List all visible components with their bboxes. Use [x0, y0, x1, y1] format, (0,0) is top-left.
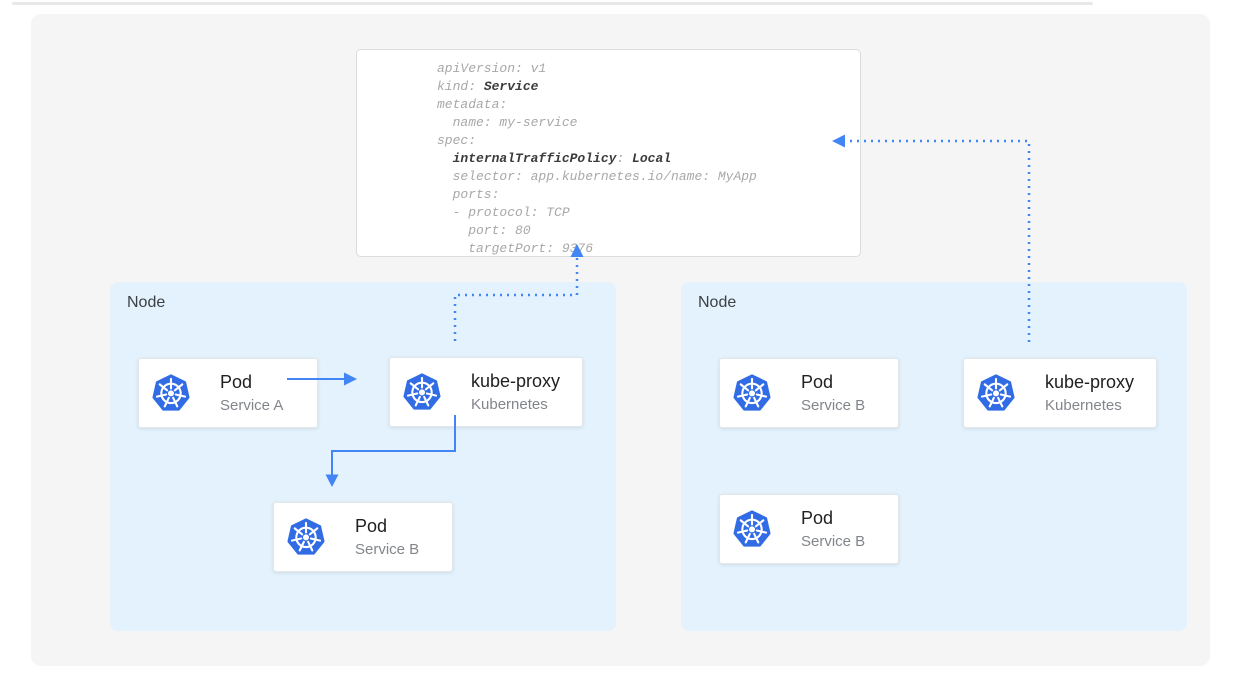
code-line: apiVersion: v1 [437, 60, 860, 78]
kubernetes-icon [152, 374, 190, 411]
code-segment: ports: [437, 187, 500, 202]
code-segment-bold: Service [483, 79, 539, 94]
code-segment: apiVersion: v1 [437, 61, 547, 76]
card-text: kube-proxy Kubernetes [1045, 372, 1134, 415]
kubernetes-icon [403, 373, 441, 410]
code-segment: port: 80 [437, 223, 531, 238]
code-segment-bold: internalTrafficPolicy [452, 151, 617, 166]
card-title: Pod [220, 371, 253, 392]
card-text: Pod Service B [801, 508, 865, 551]
card-subtitle: Service A [220, 396, 284, 414]
card-text: Pod Service B [355, 516, 419, 559]
code-line: targetPort: 9376 [437, 240, 860, 256]
top-divider [12, 2, 1093, 5]
pod-service-b-right-bottom-card: Pod Service B [719, 494, 899, 564]
code-segment: : [616, 151, 633, 166]
card-subtitle: Service B [801, 396, 866, 414]
pod-service-b-left-card: Pod Service B [273, 502, 453, 572]
node-label: Node [698, 294, 737, 311]
card-title: Pod [801, 371, 834, 392]
card-subtitle: Kubernetes [1045, 396, 1122, 414]
code-segment: selector: app.kubernetes.io/name: MyApp [437, 169, 757, 184]
node-box-left: Node Pod Service A kube-proxy Kubernetes [110, 282, 616, 631]
card-subtitle: Service B [355, 540, 420, 558]
card-title: kube-proxy [1045, 371, 1135, 392]
card-title: Pod [355, 515, 388, 536]
card-text: kube-proxy Kubernetes [471, 371, 560, 414]
code-line: name: my-service [437, 114, 860, 132]
code-line: kind: Service [437, 78, 860, 96]
card-title: Pod [801, 507, 834, 528]
card-subtitle: Service B [801, 532, 866, 550]
kube-proxy-right-card: kube-proxy Kubernetes [963, 358, 1157, 428]
code-line: internalTrafficPolicy: Local [437, 150, 860, 168]
code-segment-bold: Local [632, 151, 672, 166]
code-segment: kind: [437, 79, 484, 94]
card-title: kube-proxy [471, 370, 561, 391]
code-line: metadata: [437, 96, 860, 114]
kubernetes-icon [287, 518, 325, 555]
code-segment: spec: [437, 133, 477, 148]
code-line: spec: [437, 132, 860, 150]
card-text: Pod Service A [220, 372, 283, 415]
code-line: selector: app.kubernetes.io/name: MyApp [437, 168, 860, 186]
pod-service-a-card: Pod Service A [138, 358, 318, 428]
card-text: Pod Service B [801, 372, 865, 415]
kubernetes-icon [733, 374, 771, 411]
code-segment: targetPort: 9376 [437, 241, 594, 256]
code-line: ports: [437, 186, 860, 204]
node-label: Node [127, 294, 166, 311]
code-line: port: 80 [437, 222, 860, 240]
kube-proxy-left-card: kube-proxy Kubernetes [389, 357, 583, 427]
kubernetes-icon [733, 510, 771, 547]
kubernetes-icon [977, 374, 1015, 411]
code-segment: name: my-service [437, 115, 578, 130]
pod-service-b-right-top-card: Pod Service B [719, 358, 899, 428]
code-line: - protocol: TCP [437, 204, 860, 222]
node-box-right: Node Pod Service B kube-proxy Kubernetes [681, 282, 1187, 631]
code-segment: metadata: [437, 97, 508, 112]
card-subtitle: Kubernetes [471, 395, 548, 413]
code-segment [437, 151, 453, 166]
code-segment: - protocol: TCP [437, 205, 570, 220]
